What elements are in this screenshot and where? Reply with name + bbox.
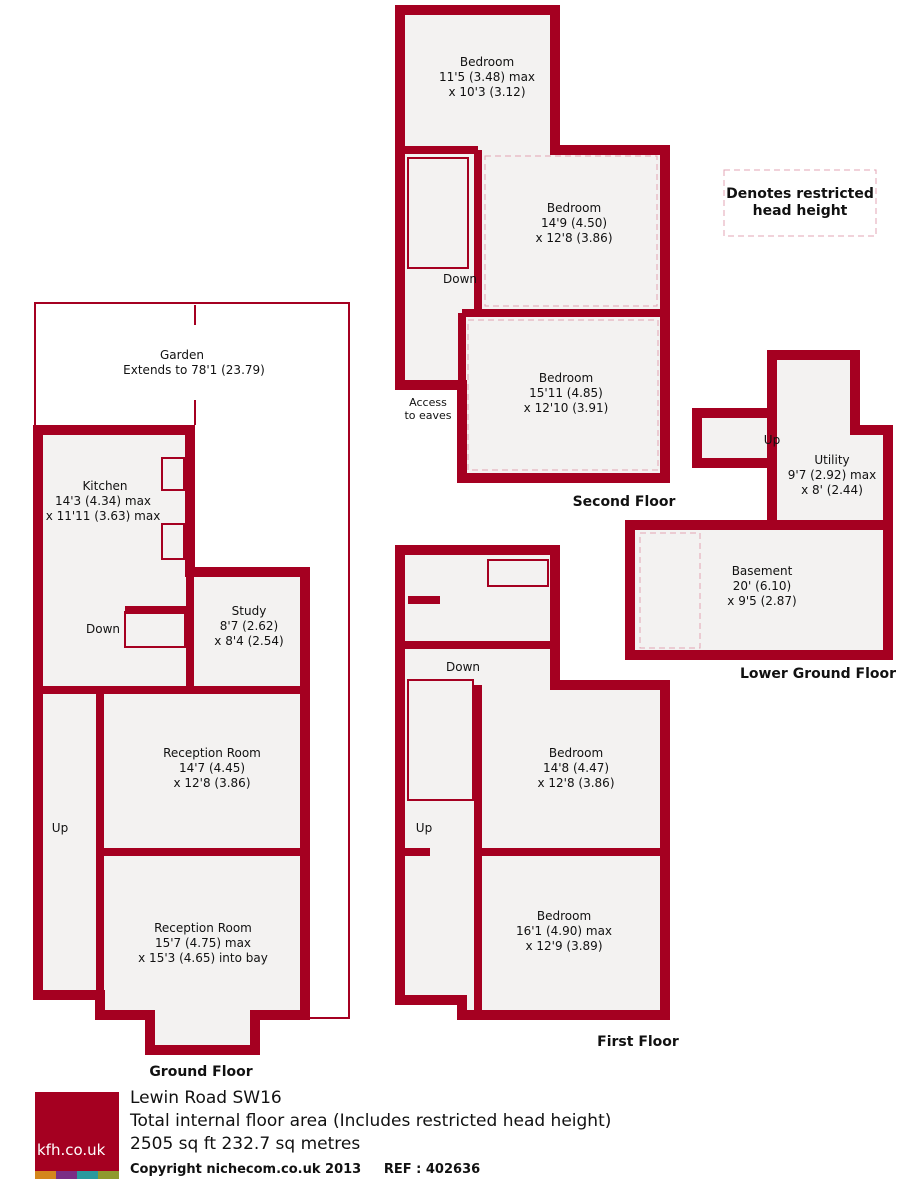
room-label: 16'1 (4.90) max [516,924,612,938]
first-floor-label: First Floor [597,1034,679,1050]
room-label: x 10'3 (3.12) [448,85,525,99]
room-label: to eaves [404,409,451,422]
room-label: x 8'4 (2.54) [214,634,283,648]
logo-color-bars [35,1171,119,1179]
kfh-logo: kfh.co.uk [35,1092,119,1179]
legend-line2: head height [753,203,848,219]
room-label: Basement [732,564,793,578]
area-label: Total internal floor area (Includes rest… [130,1111,612,1131]
room-label: x 12'8 (3.86) [537,776,614,790]
room-label: 9'7 (2.92) max [788,468,876,482]
plan-detail [639,532,701,649]
plan-detail [484,155,658,307]
legend-line1: Denotes restricted [726,186,874,202]
lower-ground-floor-plan: Up Utility 9'7 (2.92) max x 8' (2.44) Ba… [625,350,896,682]
second-floor-plan: Bedroom 11'5 (3.48) max x 10'3 (3.12) Be… [395,5,676,510]
room-label: Up [416,821,432,835]
sink-icon [161,457,185,491]
plan-detail [723,169,877,237]
room-label: Extends to 78'1 (23.79) [123,363,265,377]
second-floor-outline [395,5,670,483]
ground-floor-plan: Garden Extends to 78'1 (23.79) Kitchen 1… [33,302,350,1080]
room-label: Up [52,821,68,835]
restricted-height-legend: Denotes restricted head height [723,169,877,237]
room-label: Reception Room [163,746,261,760]
bath-icon [487,559,549,587]
room-label: 8'7 (2.62) [220,619,278,633]
room-label: Bedroom [537,909,591,923]
room-label: x 12'8 (3.86) [173,776,250,790]
plan-detail [467,319,659,471]
room-label: 20' (6.10) [733,579,791,593]
logo-text: kfh.co.uk [37,1141,106,1159]
room-label: 14'3 (4.34) max [55,494,151,508]
room-label: 11'5 (3.48) max [439,70,535,84]
ref: REF : 402636 [383,1162,481,1177]
room-label: x 12'8 (3.86) [535,231,612,245]
plan-detail [692,408,777,468]
stairs [407,679,474,801]
room-label: Study [232,604,267,618]
room-label: Down [443,272,477,286]
room-label: Bedroom [547,201,601,215]
room-label: x 12'10 (3.91) [524,401,609,415]
room-label: Access [409,396,447,409]
area-value: 2505 sq ft 232.7 sq metres [130,1134,361,1154]
utility-outline [767,350,893,530]
basement-outline [625,520,893,660]
hob-icon [161,523,185,560]
room-label: x 11'11 (3.63) max [46,509,161,523]
address: Lewin Road SW16 [130,1088,282,1108]
stairs-down [124,611,186,648]
room-label: Down [86,622,120,636]
room-label: 14'9 (4.50) [541,216,607,230]
room-label: x 8' (2.44) [801,483,863,497]
stairs [407,157,469,269]
room-label: x 12'9 (3.89) [525,939,602,953]
room-label: Kitchen [82,479,127,493]
ground-floor-label: Ground Floor [149,1064,252,1080]
copyright: Copyright nichecom.co.uk 2013 [130,1162,362,1177]
room-label: Reception Room [154,921,252,935]
footer-info: Lewin Road SW16 Total internal floor are… [130,1087,611,1181]
first-floor-outline [395,545,670,1020]
room-label: 14'7 (4.45) [179,761,245,775]
room-label: Bedroom [549,746,603,760]
garden-boundary [34,302,350,1019]
first-floor-plan: Down Up Bedroom 14'8 (4.47) x 12'8 (3.86… [395,545,679,1050]
lower-ground-floor-label: Lower Ground Floor [740,666,896,682]
room-label: 15'7 (4.75) max [155,936,251,950]
room-label: 14'8 (4.47) [543,761,609,775]
room-label: Bedroom [460,55,514,69]
room-label: x 15'3 (4.65) into bay [138,951,268,965]
room-label: Down [446,660,480,674]
room-label: Garden [160,348,204,362]
room-label: Bedroom [539,371,593,385]
room-label: Up [764,433,780,447]
room-label: 15'11 (4.85) [529,386,603,400]
second-floor-label: Second Floor [573,494,676,510]
room-label: Utility [814,453,849,467]
room-label: x 9'5 (2.87) [727,594,796,608]
